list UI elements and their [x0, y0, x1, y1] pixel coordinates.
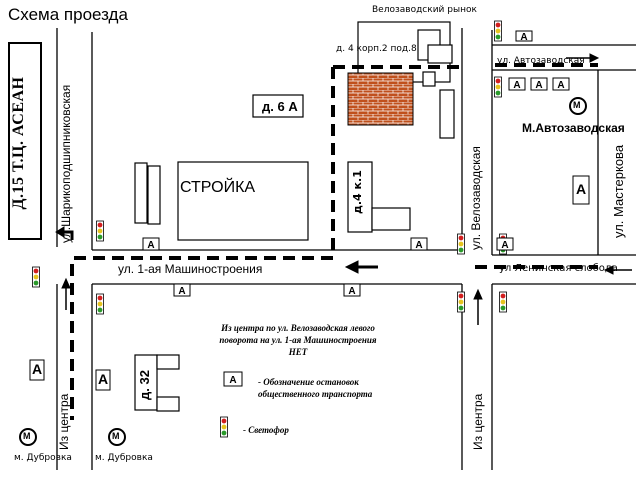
traffic-light-icon: [96, 220, 104, 242]
brick-building: [347, 72, 414, 126]
metro-avtozavodskaya-icon: [569, 97, 587, 115]
legend-stop-text: - Обозначение остановок общественного тр…: [258, 377, 373, 400]
no-left-turn-note: Из центра по ул. Велозаводская левого по…: [219, 323, 377, 358]
traffic-light-icon: [499, 291, 507, 313]
bus-stop-symbol: А: [415, 240, 422, 251]
building-6a-label: д. 6 А: [262, 99, 298, 114]
bus-stop-symbol: А: [229, 375, 236, 386]
street-velozavodskaya: ул. Велозаводская: [469, 146, 483, 250]
bus-stop-icon: А: [410, 237, 428, 251]
bus-stop-icon: А: [95, 369, 111, 391]
bus-stop-icon: А: [508, 77, 526, 91]
bus-stop-symbol: А: [348, 286, 355, 297]
bus-stop-icon: А: [173, 283, 191, 297]
route-dashed: [70, 63, 598, 420]
metro-dubrovka-right-label: м. Дубровка: [95, 453, 153, 463]
destination-box: [8, 42, 42, 240]
traffic-light-icon: [494, 76, 502, 98]
page-title: Схема проезда: [8, 5, 128, 24]
bus-stop-icon: А: [552, 77, 570, 91]
metro-signs: [19, 97, 587, 446]
bus-stop-symbol: А: [32, 361, 42, 377]
bus-stop-symbol: А: [513, 80, 520, 91]
direction-from-center-right: Из центра: [471, 393, 485, 450]
bus-stop-icon: А: [223, 371, 243, 387]
building-4-2-8-label: д. 4 корп.2 под.8: [336, 44, 417, 54]
bus-stop-icon: А: [572, 175, 590, 205]
bus-stop-icon: А: [29, 359, 45, 381]
bus-stop-symbol: А: [147, 240, 154, 251]
building-4k1-label: д.4 к.1: [351, 170, 364, 214]
traffic-light-icon: [220, 416, 228, 438]
legend-light-text: - Светофор: [243, 425, 289, 435]
destination-label: Д.15 Т.Ц. АСЕАН: [10, 76, 27, 210]
metro-avtozavodskaya-label: М.Автозаводская: [522, 121, 625, 135]
route-arrows: [55, 53, 632, 325]
metro-symbol-2: М: [23, 431, 31, 441]
traffic-light-icon: [457, 291, 465, 313]
metro-dubrovka-left-label: м. Дубровка: [14, 453, 72, 463]
bus-stop-symbol: А: [535, 80, 542, 91]
street-avtozavodskaya: ул. Автозаводская: [497, 56, 585, 66]
traffic-light-icon: [96, 293, 104, 315]
traffic-light-icon: [457, 233, 465, 255]
bus-stop-symbol: А: [576, 181, 586, 197]
market-label: Велозаводский рынок: [372, 5, 477, 15]
bus-stop-icon: А: [142, 237, 160, 251]
metro-symbol-1: М: [573, 100, 581, 110]
buildings: [134, 21, 455, 412]
street-mashinostroeniya: ул. 1-ая Машиностроения: [118, 262, 263, 276]
bus-stop-icon: А: [530, 77, 548, 91]
road-lines: [56, 28, 636, 470]
bus-stops: А А А А А А А А А А А А А: [29, 30, 590, 391]
bus-stop-symbol: А: [98, 371, 108, 387]
bus-stop-icon: А: [496, 237, 514, 251]
street-sharikopodshipnikovskaya: ул.Шарикоподшипниковская: [59, 84, 73, 243]
direction-from-center-left: Из центра: [57, 393, 71, 450]
metro-dubrovka-left-icon: [19, 428, 37, 446]
street-masterkova: ул. Мастеркова: [611, 144, 626, 238]
construction-label: СТРОЙКА: [180, 179, 256, 196]
traffic-light-icon: [32, 266, 40, 288]
bus-stop-symbol: А: [557, 80, 564, 91]
traffic-light-icon: [494, 20, 502, 42]
metro-dubrovka-right-icon: [108, 428, 126, 446]
building-32-label: д. 32: [137, 370, 152, 400]
street-leninskaya-sloboda: ул Ленинская слобода: [499, 263, 618, 274]
metro-symbol-3: М: [112, 431, 120, 441]
bus-stop-symbol: А: [178, 286, 185, 297]
bus-stop-symbol: А: [520, 32, 527, 43]
bus-stop-icon: А: [515, 30, 533, 43]
bus-stop-icon: А: [343, 283, 361, 297]
bus-stop-symbol: А: [501, 240, 508, 251]
